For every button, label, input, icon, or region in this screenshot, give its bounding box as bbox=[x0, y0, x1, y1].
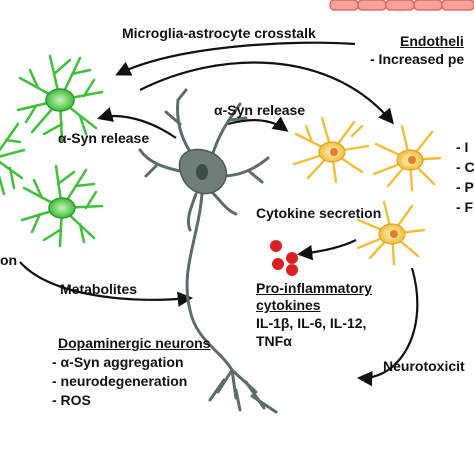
microglia-cell-icon bbox=[20, 164, 104, 248]
crosstalk-label: Microglia-astrocyte crosstalk bbox=[122, 25, 316, 41]
endothelial-cell-row-icon bbox=[329, 0, 474, 11]
astrocyte-cell-icon bbox=[292, 116, 370, 184]
astro-effect-item: - C bbox=[456, 159, 474, 175]
neuron-icon bbox=[138, 88, 278, 414]
arrow-icon bbox=[19, 261, 194, 307]
neurotoxicity-label: Neurotoxicit bbox=[383, 358, 465, 374]
astro-effect-item: - F bbox=[456, 199, 474, 215]
endothelium-title: Endotheli bbox=[400, 33, 464, 49]
astro-effect-item: - I bbox=[456, 139, 469, 155]
astro-effect-item: - P bbox=[456, 179, 474, 195]
arrow-icon bbox=[227, 116, 289, 132]
arrow-icon bbox=[356, 267, 419, 387]
microglia-cell-icon bbox=[16, 54, 104, 142]
dopaminergic-item: - ROS bbox=[52, 392, 91, 408]
arrow-icon bbox=[97, 107, 177, 139]
microglia-cell-icon bbox=[0, 122, 26, 196]
pro-inflammatory-title: Pro-inflammatory bbox=[256, 280, 372, 296]
metabolites-label: Metabolites bbox=[60, 281, 138, 297]
cytokine-list-line: TNFα bbox=[256, 333, 292, 349]
arrow-icon bbox=[139, 61, 394, 125]
arrow-icon bbox=[296, 239, 357, 261]
pro-inflammatory-title-cont: cytokines bbox=[256, 297, 321, 313]
astrocyte-cell-icon bbox=[372, 124, 442, 192]
syn-release-center-label: α-Syn release bbox=[214, 102, 306, 118]
endothelium-item: - Increased pe bbox=[370, 51, 465, 67]
dopaminergic-title: Dopaminergic neurons bbox=[58, 335, 211, 351]
cytokine-secretion-label: Cytokine secretion bbox=[256, 205, 382, 221]
syn-release-left-label: α-Syn release bbox=[58, 130, 150, 146]
arrow-icon bbox=[115, 41, 356, 76]
left-edge-word: on bbox=[0, 252, 18, 268]
dopaminergic-item: - neurodegeneration bbox=[52, 373, 188, 389]
dopaminergic-item: - α-Syn aggregation bbox=[52, 354, 184, 370]
cytokine-dot-icon bbox=[270, 240, 298, 276]
cytokine-list-line: IL-1β, IL-6, IL-12, bbox=[256, 315, 367, 331]
astrocyte-cell-icon bbox=[356, 200, 426, 266]
